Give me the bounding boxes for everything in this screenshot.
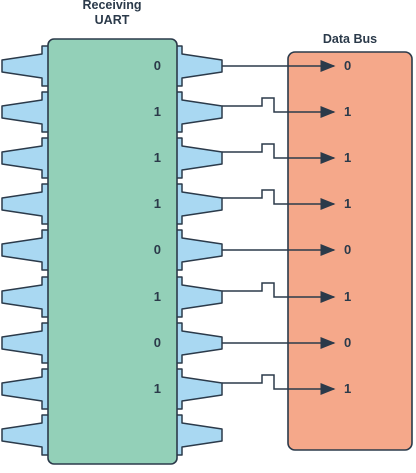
chip-bit-label: 0 <box>153 242 161 257</box>
left-pin <box>1 137 53 179</box>
bus-bit-label: 0 <box>344 242 352 257</box>
right-pin <box>171 276 223 318</box>
chip-bit-label: 1 <box>153 289 161 304</box>
chip-bit-label: 1 <box>153 381 161 396</box>
left-pin <box>1 229 53 271</box>
bus-bit-label: 1 <box>344 196 352 211</box>
signal-wire <box>222 143 336 164</box>
bus-bit-label: 1 <box>344 381 352 396</box>
bus-bit-label: 0 <box>344 335 352 350</box>
right-pin <box>171 414 223 456</box>
left-pin <box>1 276 53 318</box>
right-pin <box>171 229 223 271</box>
chip-bit-label: 1 <box>153 104 161 119</box>
chip-bit-label: 0 <box>153 58 161 73</box>
signal-wire <box>222 189 336 210</box>
right-pin <box>171 45 223 87</box>
bus-bit-label: 1 <box>344 289 352 304</box>
bus-bit-label: 1 <box>344 150 352 165</box>
right-pin <box>171 183 223 225</box>
left-pin <box>1 322 53 364</box>
chip-bit-label: 0 <box>153 335 161 350</box>
bus-bit-label: 1 <box>344 104 352 119</box>
right-pins <box>171 45 223 456</box>
uart-chip-body <box>47 38 178 465</box>
signal-wire <box>222 374 336 395</box>
signal-wire <box>222 282 336 303</box>
right-pin <box>171 91 223 133</box>
signal-wires <box>222 60 336 395</box>
data-bus-body <box>287 51 413 451</box>
uart-title-line1: Receiving <box>82 0 142 12</box>
uart-title-line2: UART <box>94 13 130 27</box>
signal-wire <box>222 97 336 118</box>
left-pin <box>1 368 53 410</box>
chip-bit-label: 1 <box>153 150 161 165</box>
data-bus-title: Data Bus <box>322 32 378 46</box>
chip-bit-label: 1 <box>153 196 161 211</box>
right-pin <box>171 368 223 410</box>
right-pin <box>171 137 223 179</box>
left-pin <box>1 183 53 225</box>
uart-title: Receiving UART <box>70 0 154 28</box>
bus-bit-label: 0 <box>344 58 352 73</box>
left-pins <box>1 45 53 456</box>
left-pin <box>1 45 53 87</box>
right-pin <box>171 322 223 364</box>
left-pin <box>1 91 53 133</box>
left-pin <box>1 414 53 456</box>
